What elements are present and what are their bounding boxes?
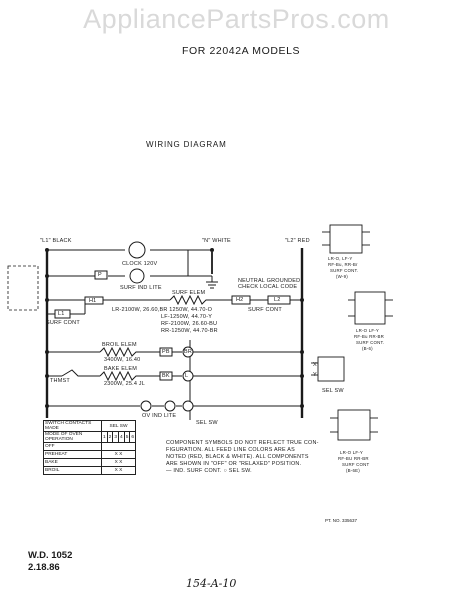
handwritten-note: 154-A-10: [186, 577, 237, 590]
table-cell-mode: OFF: [43, 442, 102, 451]
broil-rating: 3400W, 16.40: [104, 357, 141, 363]
model-header: FOR 22042A MODELS: [182, 45, 301, 57]
right-bottom-caption-1: LR-O LF-Y: [340, 450, 364, 455]
switch-contacts-table: SWITCH CONTACTS MADE SEL SW MODE OF OVEN…: [43, 420, 137, 475]
l2-label: "L2" RED: [285, 238, 310, 244]
right-mid-caption-3: SURF CONT.: [356, 340, 385, 345]
table-cell-marks: X X: [100, 450, 137, 459]
table-cell-mode: PREHEAT: [43, 450, 102, 459]
sel-sw-label: SEL SW: [196, 420, 218, 426]
l1-label: "L1" BLACK: [40, 238, 72, 244]
right-mid-caption-1: LR-O LF-Y: [356, 328, 380, 333]
table-cell-marks: X X: [100, 466, 137, 475]
note-line-1: COMPONENT SYMBOLS DO NOT REFLECT TRUE CO…: [166, 440, 319, 446]
right-mid-caption-4: (B-6): [362, 346, 373, 351]
right-top-caption-1: LR-O, LF-Y: [328, 256, 353, 261]
terminal-l1: L1: [58, 311, 65, 317]
neutral-note-2: CHECK LOCAL CODE: [238, 284, 298, 290]
sel-sw-right-label: SEL SW: [322, 388, 344, 394]
surf-ind-label: SURF IND LITE: [120, 285, 162, 291]
terminal-x: X: [313, 362, 317, 368]
table-row: BROIL X X: [43, 466, 137, 475]
right-bottom-caption-2: RF-BU RR-BR: [338, 456, 369, 461]
neutral-note: NEUTRAL GROUNDED: [238, 278, 301, 284]
rating-line-2: LF-1250W, 44.70-Y: [161, 314, 213, 320]
terminal-l2: L2: [274, 297, 281, 303]
thmst-label: THMST: [50, 378, 70, 384]
table-header-sel: SEL SW: [100, 420, 137, 432]
table-row: BAKE X X: [43, 458, 137, 467]
right-top-caption-4: (W-9): [336, 274, 348, 279]
wd-date: 2.18.86: [28, 562, 60, 573]
part-number: PT. NO. 335637: [325, 518, 358, 523]
table-cell-marks: X X: [100, 458, 137, 467]
right-bottom-caption-4: (B-6E): [346, 468, 360, 473]
terminal-l: L: [185, 373, 189, 379]
note-line-4: ARE SHOWN IN "OFF" OR "RELAXED" POSITION…: [166, 461, 302, 467]
table-row: PREHEAT X X: [43, 450, 137, 459]
note-line-2: FIGURATION. ALL FEED LINE COLORS ARE AS: [166, 447, 295, 453]
terminal-bk: BK: [162, 373, 170, 379]
right-mid-caption-2: RF-Bu RR-BR: [354, 334, 385, 339]
table-header-contacts: SWITCH CONTACTS MADE: [43, 420, 102, 432]
table-cell-mode: BROIL: [43, 466, 102, 475]
surf-cont-right-label: SURF CONT: [248, 307, 282, 313]
bake-rating: 2300W, 25.4 JL: [104, 381, 146, 387]
terminal-h2: H2: [236, 297, 244, 303]
right-bottom-caption-3: SURF CONT: [342, 462, 370, 467]
broil-label: BROIL ELEM: [102, 342, 137, 348]
table-row: OFF: [43, 442, 137, 451]
surf-elem-label: SURF ELEM: [172, 290, 206, 296]
wd-number: W.D. 1052: [28, 550, 73, 561]
terminal-y: Y: [313, 372, 317, 378]
rating-line-3: RF-2100W, 26.60-BU: [161, 321, 218, 327]
table-cell-mode: BAKE: [43, 458, 102, 467]
clock-label: CLOCK 120V: [122, 261, 158, 267]
note-line-5: — IND. SURF CONT. ○ SEL SW.: [166, 468, 252, 474]
terminal-p: P: [98, 272, 102, 278]
terminal-pb: PB: [162, 349, 170, 355]
right-top-caption-3: SURF CONT.: [330, 268, 359, 273]
terminal-h1: H1: [89, 298, 97, 304]
terminal-br: BR: [184, 349, 193, 355]
table-col-6: 6: [129, 431, 137, 443]
bake-label: BAKE ELEM: [104, 366, 137, 372]
table-subheader-mode: MODE OF OVEN OPERATION: [43, 431, 102, 443]
ov-ind-label: OV IND LITE: [142, 413, 177, 419]
diagram-title: WIRING DIAGRAM: [146, 140, 227, 149]
rating-line-1: LR-2100W, 26.60,BR 1250W, 44.70-O: [112, 307, 213, 313]
n-label: "N" WHITE: [202, 238, 231, 244]
rating-line-4: RR-1250W, 44.70-BR: [161, 328, 218, 334]
surf-cont-left-label: SURF CONT: [46, 320, 80, 326]
note-line-3: NOTED (RED, BLACK & WHITE). ALL COMPONEN…: [166, 454, 309, 460]
watermark: AppliancePartsPros.com: [83, 4, 390, 34]
right-top-caption-2: RF-Bu, RR-Br: [328, 262, 358, 267]
table-cell-marks: [100, 442, 137, 451]
